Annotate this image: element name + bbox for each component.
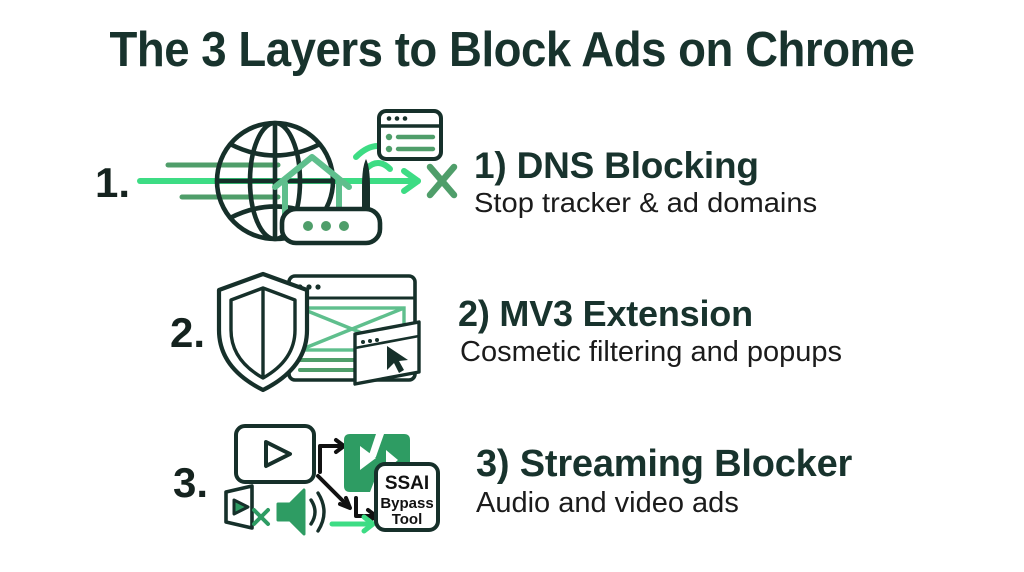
mv3-extension-illustration <box>205 268 430 398</box>
row-2-subtitle: Cosmetic filtering and popups <box>460 336 843 369</box>
row-3-heading: 3) Streaming Blocker <box>476 443 853 486</box>
dns-illustration-svg <box>137 109 458 246</box>
row-3-subtitle: Audio and video ads <box>476 487 739 520</box>
cross-icon <box>426 163 458 199</box>
ssai-line-3: Tool <box>392 511 423 528</box>
row-1-heading: 1) DNS Blocking <box>474 144 759 186</box>
speaker-icon <box>276 488 326 536</box>
router-icon <box>279 159 383 246</box>
ssai-bypass-tool-card: SSAI Bypass Tool <box>374 462 440 532</box>
globe-icon <box>214 120 336 242</box>
row-2-texts: 2) MV3 Extension Cosmetic filtering and … <box>430 295 1024 370</box>
layer-row-1: 1. <box>0 108 1024 258</box>
row-number-3: 3. <box>172 459 208 506</box>
ssai-line-1: SSAI <box>385 473 429 494</box>
muted-video-icon <box>224 484 254 530</box>
speed-lines-icon <box>165 162 281 200</box>
row-number-2: 2. <box>169 309 205 356</box>
streaming-illustration-svg: SSAI Bypass Tool <box>224 424 440 536</box>
layer-row-3: 3. <box>0 408 1024 558</box>
row-1-texts: 1) DNS Blocking Stop tracker & ad domain… <box>460 144 1024 221</box>
ssai-line-2: Bypass <box>380 495 433 512</box>
row-3-texts: 3) Streaming Blocker Audio and video ads <box>438 444 1024 521</box>
shield-icon <box>216 271 310 393</box>
browser-window-icon <box>377 109 443 161</box>
video-play-icon <box>234 424 316 484</box>
row-2-heading: 2) MV3 Extension <box>458 293 753 335</box>
mv3-illustration-svg <box>216 271 421 393</box>
row-number-1: 1. <box>94 159 130 206</box>
arrow-right-icon <box>329 514 376 534</box>
layer-row-2: 2. <box>0 258 1024 408</box>
page-title: The 3 Layers to Block Ads on Chrome <box>109 23 915 77</box>
row-1-subtitle: Stop tracker & ad domains <box>474 187 818 219</box>
streaming-blocker-illustration: SSAI Bypass Tool <box>208 420 440 546</box>
cross-icon <box>252 508 270 526</box>
cursor-icon <box>387 346 408 373</box>
dns-blocking-illustration <box>130 109 460 257</box>
